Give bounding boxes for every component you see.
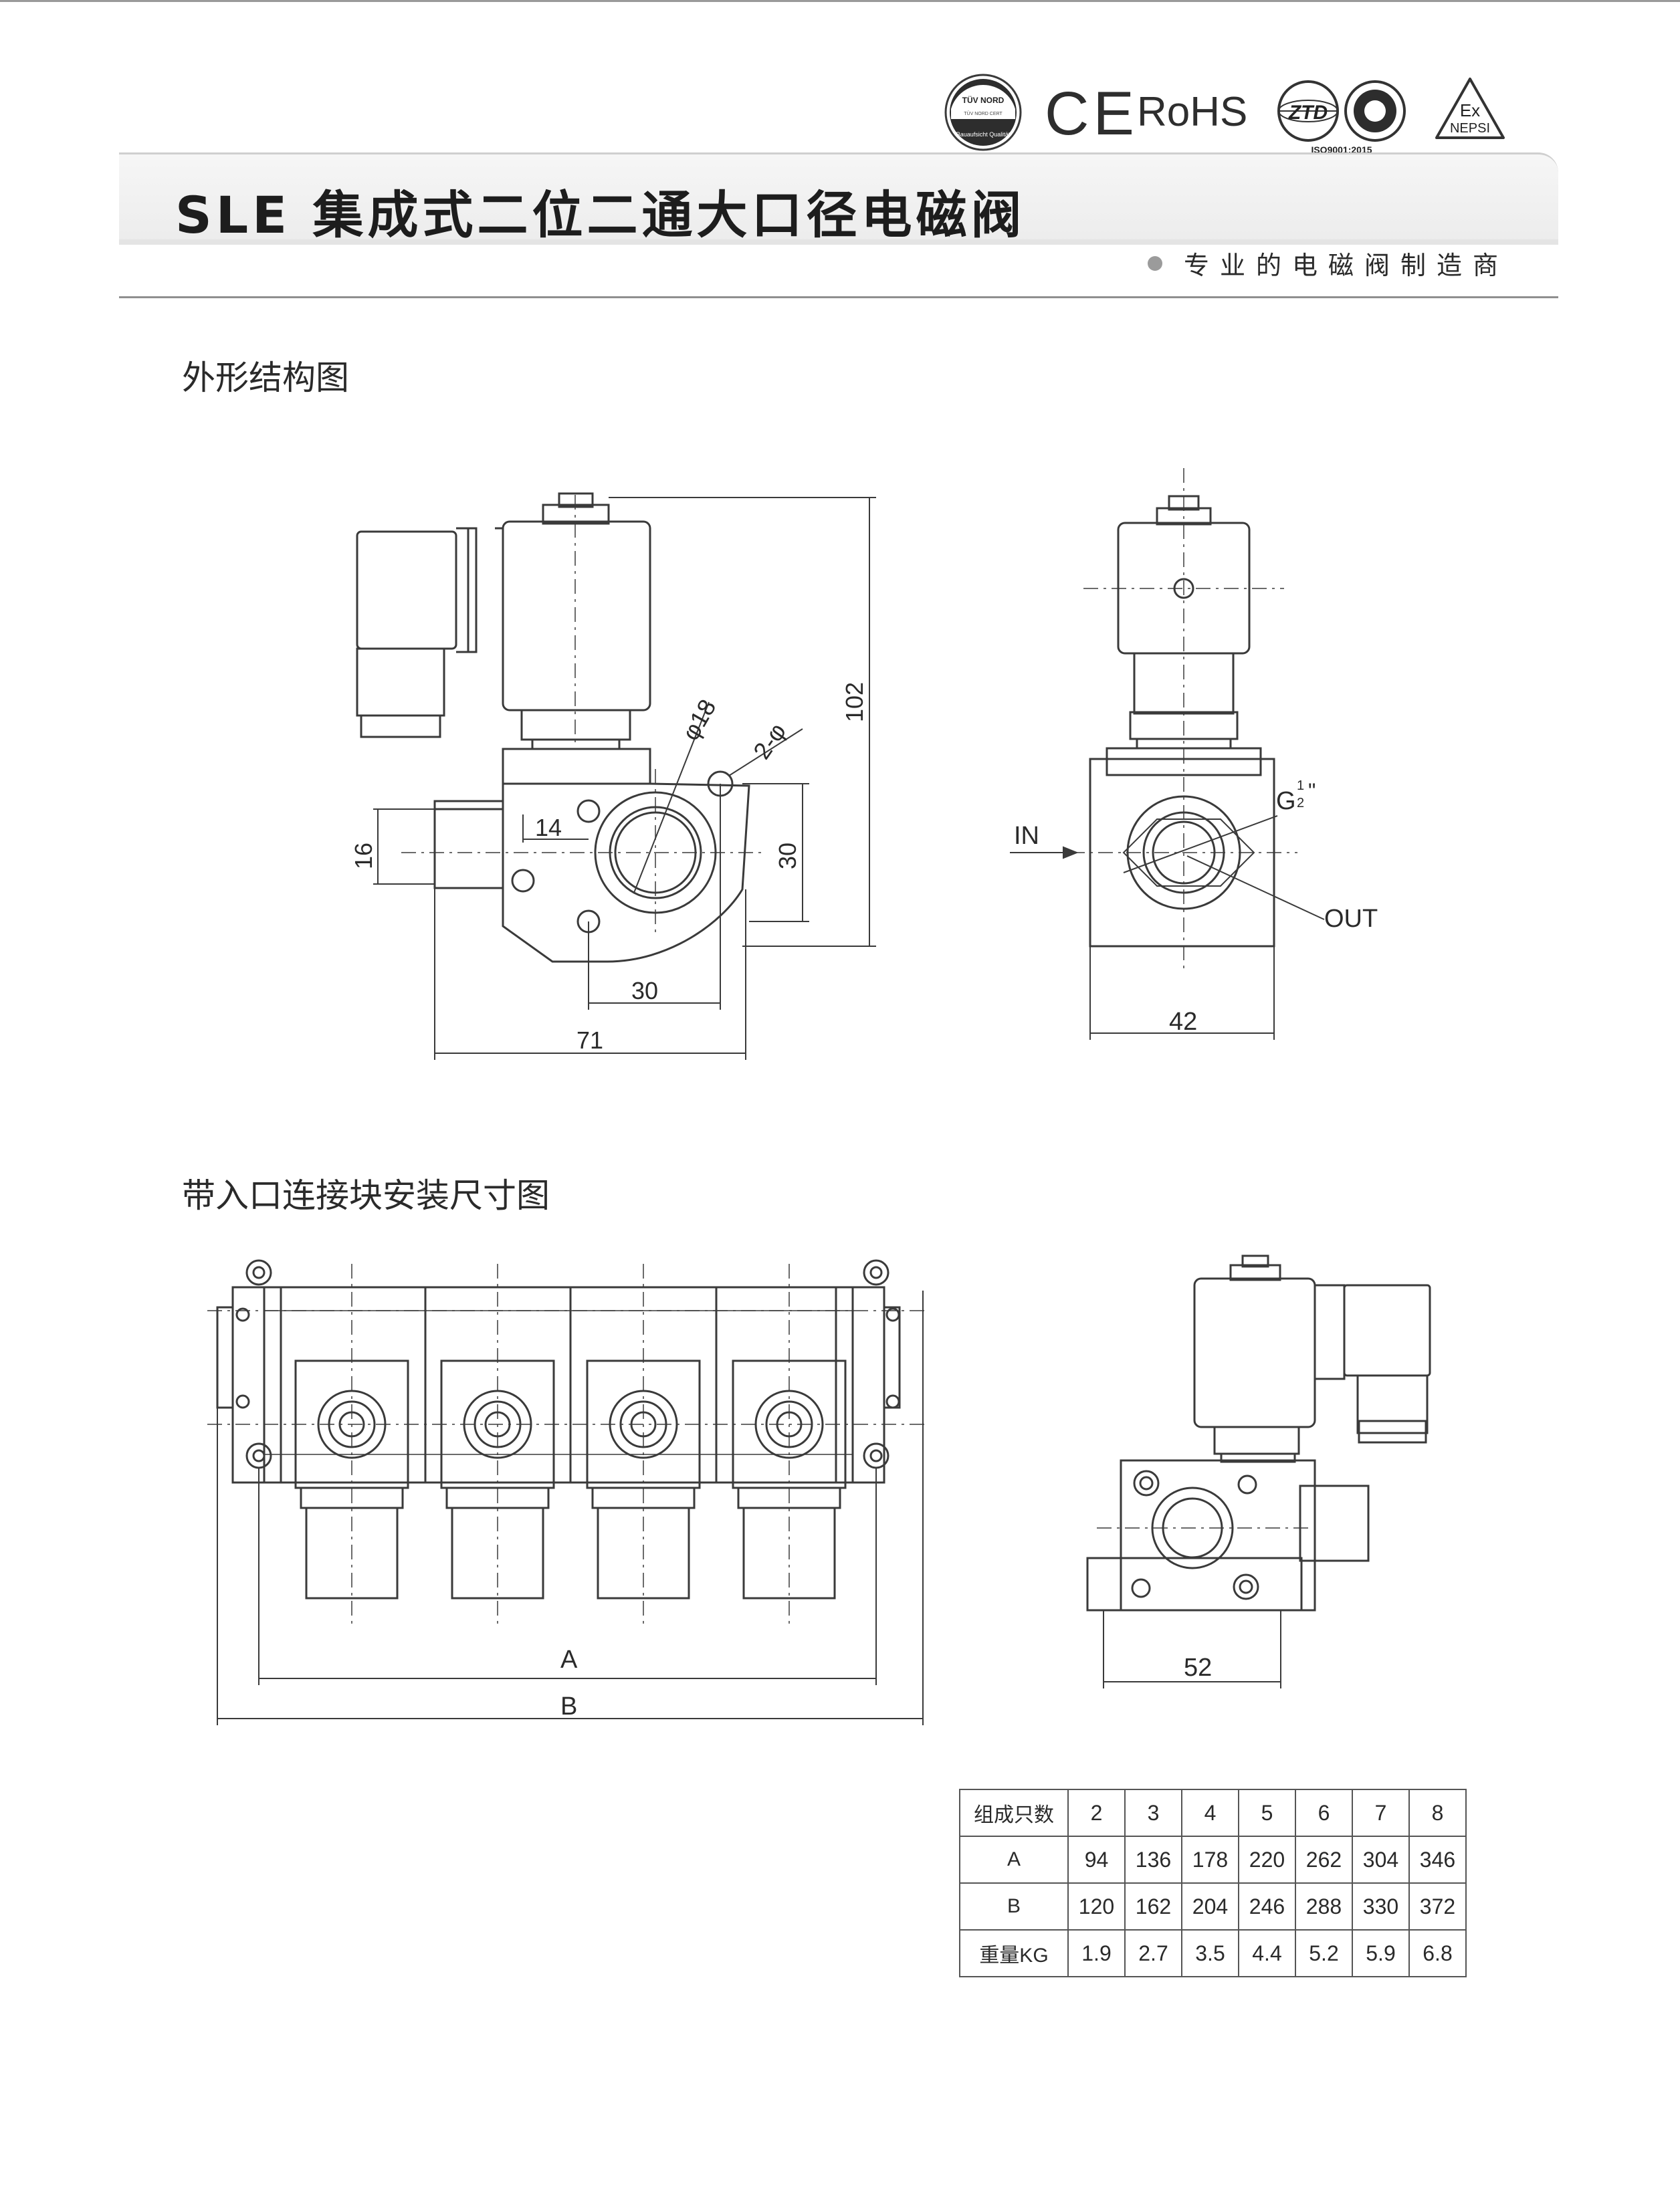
table-row: 重量KG 1.9 2.7 3.5 4.4 5.2 5.9 6.8 xyxy=(959,1929,1467,1977)
dim-b: B xyxy=(560,1692,577,1721)
outline-front-view: 102 φ18 2-φ 30 16 14 30 71 xyxy=(350,492,876,1060)
table-cell: 2 xyxy=(1067,1789,1126,1837)
tagline: 专业的电磁阀制造商 xyxy=(1184,251,1509,280)
table-cell: 4.4 xyxy=(1238,1929,1296,1977)
table-cell: 2.7 xyxy=(1124,1929,1182,1977)
dim-52: 52 xyxy=(1184,1654,1212,1682)
nepsi-text: NEPSI xyxy=(1450,121,1490,136)
table-cell: 204 xyxy=(1181,1882,1239,1931)
table-cell: 94 xyxy=(1067,1836,1126,1884)
table-cell: 262 xyxy=(1295,1836,1353,1884)
outline-side-view: IN OUT G 1 2 " 42 xyxy=(1010,468,1378,1040)
tuv-nord-logo: TÜV NORD TÜV NORD CERT Bauaufsicht Quali… xyxy=(944,74,1022,151)
table-row: A 94 136 178 220 262 304 346 xyxy=(959,1836,1467,1884)
table-cell: 220 xyxy=(1238,1836,1296,1884)
dim-30-horizontal: 30 xyxy=(631,977,658,1004)
dim-2phi: 2-φ xyxy=(748,718,791,764)
ex-text: Ex xyxy=(1460,100,1480,120)
dim-42: 42 xyxy=(1169,1008,1197,1036)
table-cell: 162 xyxy=(1124,1882,1182,1931)
table-cell: 3.5 xyxy=(1181,1929,1239,1977)
svg-text:TÜV NORD CERT: TÜV NORD CERT xyxy=(964,111,1003,116)
table-cell: 288 xyxy=(1295,1882,1353,1931)
mounting-front-view: A B xyxy=(207,1259,926,1725)
table-cell: 304 xyxy=(1352,1836,1410,1884)
dim-16: 16 xyxy=(350,843,377,869)
dim-phi18: φ18 xyxy=(676,695,721,745)
table-cell: 组成只数 xyxy=(959,1789,1069,1837)
table-header-row: 组成只数 2 3 4 5 6 7 8 xyxy=(959,1789,1467,1837)
dim-14: 14 xyxy=(535,814,562,841)
mounting-side-view: 52 xyxy=(1086,1254,1431,1688)
table-cell: 6 xyxy=(1295,1789,1353,1837)
rohs-mark: RoHS xyxy=(1137,89,1248,135)
table-cell: 5.2 xyxy=(1295,1929,1353,1977)
tuv-top-text: TÜV NORD xyxy=(962,95,1005,105)
table-cell: 6.8 xyxy=(1408,1929,1467,1977)
label-in: IN xyxy=(1014,822,1039,850)
table-cell: 246 xyxy=(1238,1882,1296,1931)
table-cell: A xyxy=(959,1836,1069,1884)
table-cell: 330 xyxy=(1352,1882,1410,1931)
outline-section-title: 外形结构图 xyxy=(182,358,349,397)
thread-fraction-numerator: 1 xyxy=(1297,778,1304,793)
table-cell: 8 xyxy=(1408,1789,1467,1837)
table-cell: 136 xyxy=(1124,1836,1182,1884)
table-cell: 1.9 xyxy=(1067,1929,1126,1977)
group-size-table: 组成只数 2 3 4 5 6 7 8 A 94 136 178 220 262 … xyxy=(959,1789,1467,1977)
table-cell: 重量KG xyxy=(959,1929,1069,1977)
ex-nepsi-logo: Ex NEPSI xyxy=(1435,78,1505,139)
title-banner xyxy=(119,152,1558,244)
dim-102: 102 xyxy=(841,682,868,722)
table-cell: 4 xyxy=(1181,1789,1239,1837)
thread-spec: G xyxy=(1276,787,1296,815)
tagline-bullet-icon xyxy=(1148,256,1162,271)
title-banner-shadow xyxy=(119,239,1558,245)
table-cell: B xyxy=(959,1882,1069,1931)
thread-fraction-denominator: 2 xyxy=(1297,796,1304,810)
header-divider xyxy=(119,296,1558,298)
table-cell: 178 xyxy=(1181,1836,1239,1884)
page-title: SLE 集成式二位二通大口径电磁阀 xyxy=(175,185,1026,245)
table-cell: 346 xyxy=(1408,1836,1467,1884)
table-cell: 372 xyxy=(1408,1882,1467,1931)
table-cell: 120 xyxy=(1067,1882,1126,1931)
dim-a: A xyxy=(560,1646,578,1674)
ztd-iso-logo: ZTD ISO9001:2015 xyxy=(1277,80,1406,155)
mounting-section-title: 带入口连接块安装尺寸图 xyxy=(182,1176,550,1215)
dim-30-vertical: 30 xyxy=(774,843,801,869)
table-row: B 120 162 204 246 288 330 372 xyxy=(959,1882,1467,1931)
thread-inch-mark: " xyxy=(1308,779,1316,803)
table-cell: 3 xyxy=(1124,1789,1182,1837)
dim-71: 71 xyxy=(576,1026,603,1054)
table-cell: 5 xyxy=(1238,1789,1296,1837)
label-out: OUT xyxy=(1324,905,1378,933)
top-border-line xyxy=(0,0,1680,2)
ztd-text: ZTD xyxy=(1288,102,1328,124)
table-cell: 5.9 xyxy=(1352,1929,1410,1977)
ce-mark: CE xyxy=(1045,80,1138,148)
tuv-ring-text: Bauaufsicht Qualität xyxy=(956,131,1011,138)
table-cell: 7 xyxy=(1352,1789,1410,1837)
